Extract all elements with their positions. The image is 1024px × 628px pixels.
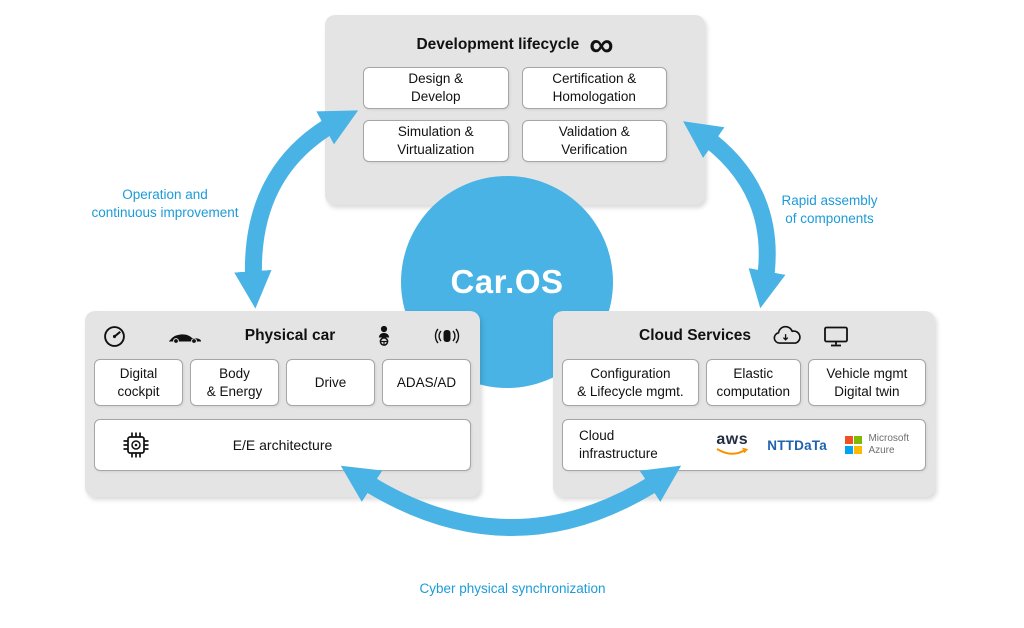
box-cloud-infrastructure: Cloud infrastructure aws NTTDaTa Microso… [562,419,926,471]
microsoft-azure-text: Microsoft Azure [868,433,909,457]
label-rapid-assembly-of-components: Rapid assembly of components [781,193,878,227]
ee-architecture-label: E/E architecture [232,437,333,453]
development-lifecycle-title: Development lifecycle [416,36,580,53]
development-title-row: Development lifecycle ∞ [325,15,705,64]
box-validation-verification: Validation & Verification [521,120,667,162]
cloud-boxes: Configuration & Lifecycle mgmt. Elastic … [562,359,926,406]
cloud-title-row: Cloud Services [553,311,935,351]
car-side-icon [167,328,203,344]
box-digital-cockpit: Digital cockpit [94,359,183,406]
cloud-services-panel: Cloud Services Configuration & Lifecycle… [553,311,935,497]
aws-smile-icon [715,447,749,457]
azure-label: Azure [868,445,895,456]
monitor-icon [823,325,849,347]
microsoft-squares-icon [844,436,863,454]
physical-car-panel: Physical car [85,311,480,497]
development-lifecycle-panel: Development lifecycle ∞ Design & Develop… [325,15,705,205]
speedometer-icon [103,325,126,348]
label-operation-continuous-improvement: Operation and continuous improvement [91,187,239,221]
development-boxes: Design & Develop Certification & Homolog… [363,67,667,162]
chip-icon [121,430,151,460]
box-drive: Drive [286,359,375,406]
cloud-infrastructure-label: Cloud infrastructure [579,428,658,461]
box-adas-ad: ADAS/AD [382,359,471,406]
box-vehicle-mgmt-digital-twin: Vehicle mgmt Digital twin [807,359,926,406]
physical-title-row: Physical car [85,311,480,351]
cloud-services-title: Cloud Services [639,327,751,344]
box-configuration-lifecycle-mgmt: Configuration & Lifecycle mgmt. [562,359,699,406]
physical-boxes: Digital cockpit Body & Energy Drive ADAS… [94,359,471,406]
cloud-sync-icon [771,325,803,348]
microsoft-azure-logo: Microsoft Azure [844,433,909,457]
box-body-energy: Body & Energy [190,359,279,406]
aws-logo: aws [715,430,749,457]
nttdata-logo: NTTDaTa [767,437,827,453]
driver-icon [377,325,391,347]
box-design-develop: Design & Develop [363,67,509,109]
box-elastic-computation: Elastic computation [705,359,801,406]
label-cyber-physical-synchronization: Cyber physical synchronization [419,581,606,596]
caros-label: Car.OS [450,263,564,300]
microsoft-label: Microsoft [868,433,909,444]
adas-sensor-icon [432,326,462,346]
infinity-loop-icon: ∞ [589,26,614,64]
aws-wordmark: aws [716,430,749,448]
physical-car-title: Physical car [244,327,336,344]
box-ee-architecture: E/E architecture [94,419,471,471]
box-certification-homologation: Certification & Homologation [521,67,667,109]
box-simulation-virtualization: Simulation & Virtualization [363,120,509,162]
